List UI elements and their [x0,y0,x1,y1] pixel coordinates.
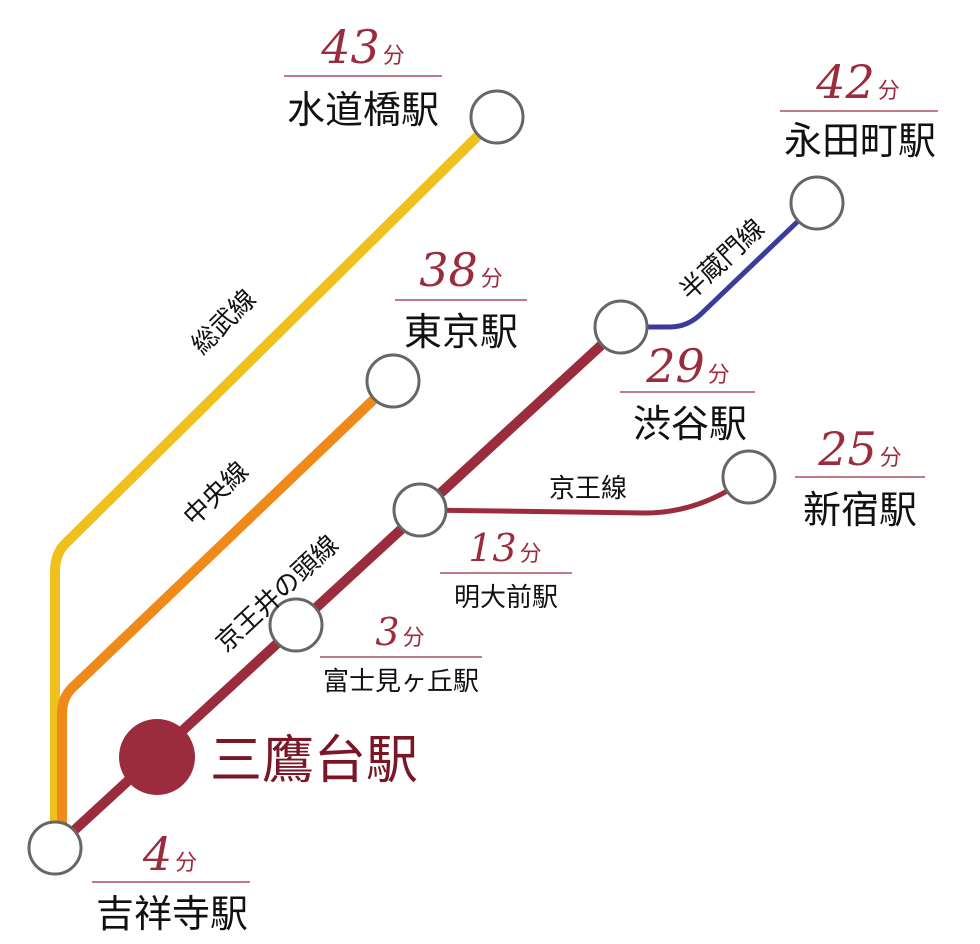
station-circle-suidobashi[interactable] [469,89,525,145]
hanzomon-line [618,200,820,330]
origin-marker[interactable] [119,719,195,795]
name-fujimigaoka: 富士見ヶ丘駅 [323,667,479,697]
station-circle-fujimigaoka[interactable] [268,597,324,653]
name-tokyo: 東京駅 [404,310,518,354]
station-circle-kichijoji[interactable] [27,820,83,876]
name-suidobashi: 水道橋駅 [287,88,439,132]
sobu-line-label: 総武線 [186,284,262,360]
station-circle-shibuya[interactable] [593,299,649,355]
station-circle-tokyo[interactable] [365,353,421,409]
name-kichijoji: 吉祥寺駅 [96,892,248,936]
station-circle-shinjuku[interactable] [721,449,777,505]
chuo-line [57,376,398,853]
sobu-line [50,112,502,853]
name-shibuya: 渋谷駅 [633,402,747,446]
station-circle-meidaimae[interactable] [392,482,448,538]
name-meidaimae: 明大前駅 [454,583,558,613]
station-circle-nagatacho[interactable] [789,175,845,231]
keio-line-label: 京王線 [549,474,627,504]
origin-station-name: 三鷹台駅 [210,731,418,791]
name-nagatacho: 永田町駅 [784,119,936,163]
name-shinjuku: 新宿駅 [803,488,917,532]
